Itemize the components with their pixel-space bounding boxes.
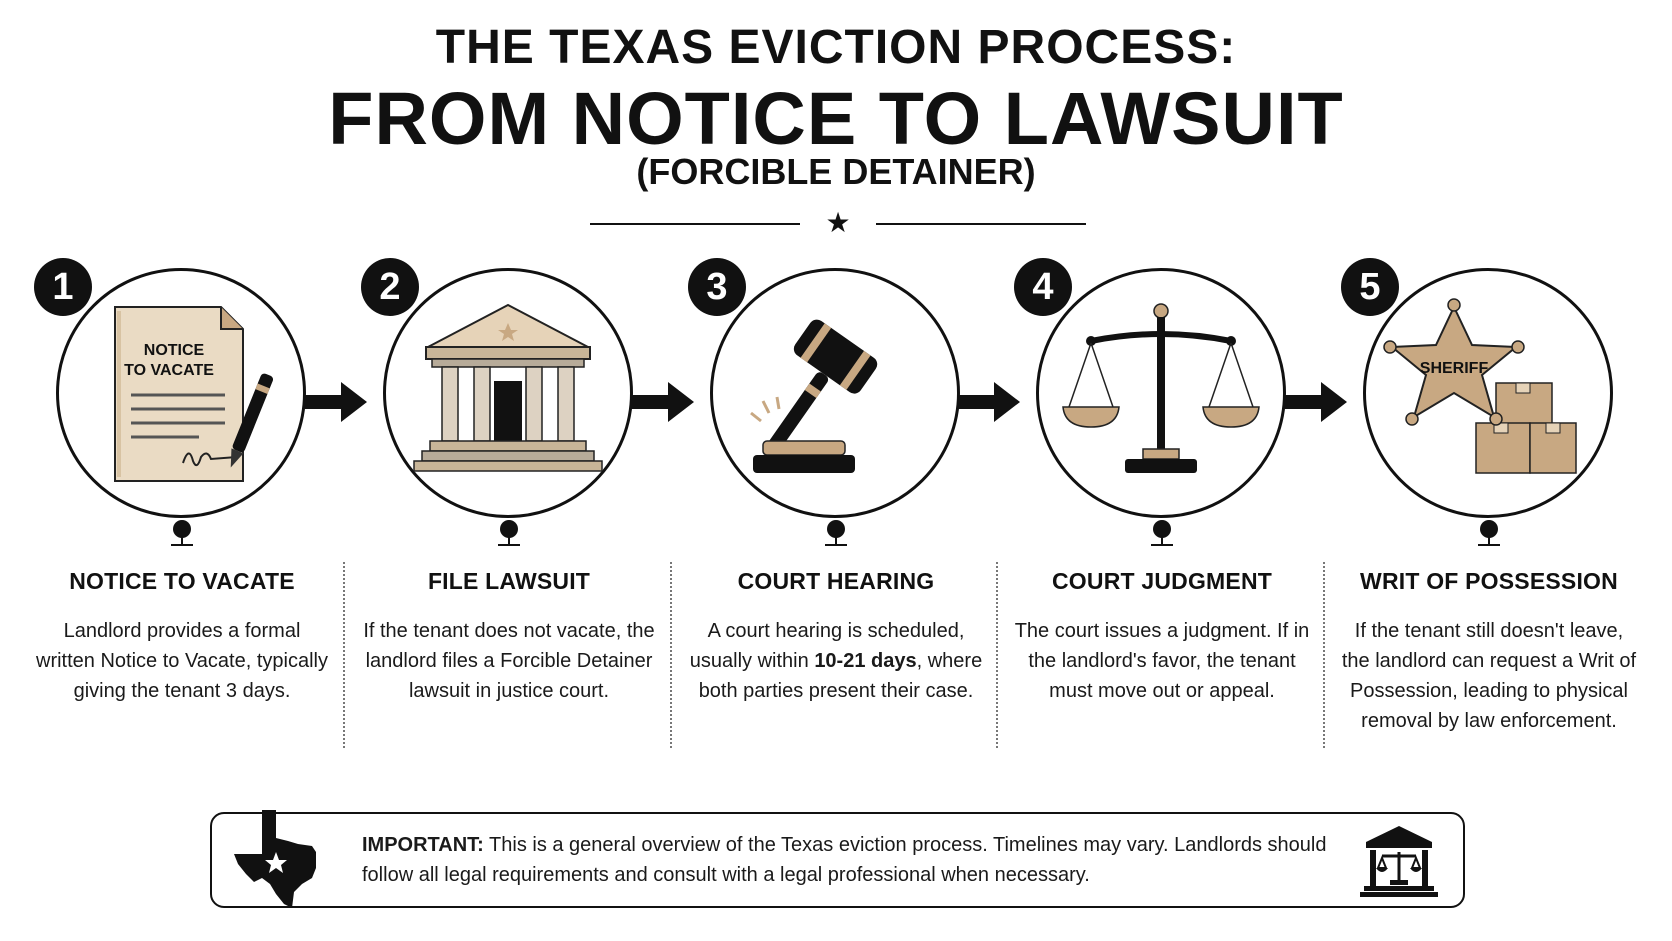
step-title: FILE LAWSUIT <box>427 568 591 594</box>
title-rule-left <box>590 223 800 225</box>
step-icon-circle: SHERIFF <box>1363 268 1613 518</box>
title-line-1: THE TEXAS EVICTION PROCESS: <box>435 21 1237 74</box>
step-icon-circle <box>1036 268 1286 518</box>
title-line-3: (FORCIBLE DETAINER) <box>636 151 1036 192</box>
arrow-right-icon <box>958 382 1020 422</box>
title-line-2: FROM NOTICE TO LAWSUIT <box>328 77 1344 160</box>
desc-highlight: 10-21 days <box>814 650 917 672</box>
notice-document-icon: NOTICE TO VACATE <box>114 306 274 482</box>
step-number-badge: 5 <box>1341 258 1399 316</box>
pin-marker <box>171 520 193 546</box>
step-number-badge: 2 <box>361 258 419 316</box>
step-title: NOTICE TO VACATE <box>69 568 295 594</box>
doc-text-line-1: NOTICE <box>144 342 205 359</box>
step-description: The court issues a judgment. If in the l… <box>1014 620 1310 702</box>
column-divider <box>996 562 998 748</box>
pin-marker <box>1151 520 1173 546</box>
pin-marker <box>498 520 520 546</box>
notice-label: IMPORTANT: <box>362 834 484 856</box>
step-icon-circle <box>383 268 633 518</box>
step-4: 4 COURT JUDGMENT The court issues a judg… <box>998 258 1326 768</box>
step-5: 5 SHERIFF WRIT OF POSSESSION If the tena… <box>1325 258 1653 768</box>
desc-text: , where both parties present their case. <box>698 650 983 702</box>
texas-map-icon <box>234 810 316 908</box>
important-notice-text: IMPORTANT: This is a general overview of… <box>362 830 1352 890</box>
column-divider <box>670 562 672 748</box>
step-1: 1 NOTICE TO VACATE NOTICE TO VACATE La <box>18 258 346 768</box>
courthouse-scales-icon <box>1360 826 1438 897</box>
step-2: 2 FILE LAWSUIT If the tenant does not va… <box>345 258 673 768</box>
courthouse-icon <box>413 303 603 472</box>
arrow-right-icon <box>305 382 367 422</box>
column-divider <box>343 562 345 748</box>
gavel-icon <box>750 319 878 473</box>
notice-body: This is a general overview of the Texas … <box>362 834 1327 886</box>
sheriff-badge-icon: SHERIFF <box>1383 298 1577 474</box>
step-title: COURT HEARING <box>737 568 935 594</box>
step-3: 3 COURT HEARING A court hearing is sched… <box>672 258 1000 768</box>
step-description: If the tenant still doesn't leave, the l… <box>1341 620 1637 732</box>
step-description: A court hearing is scheduled, usually wi… <box>686 616 986 706</box>
step-icon-circle: NOTICE TO VACATE <box>56 268 306 518</box>
moving-boxes-icon <box>1475 382 1577 474</box>
pin-marker <box>825 520 847 546</box>
step-title: WRIT OF POSSESSION <box>1360 568 1618 594</box>
step-title: COURT JUDGMENT <box>1051 568 1273 594</box>
step-description: Landlord provides a formal written Notic… <box>36 620 328 702</box>
step-number-badge: 1 <box>34 258 92 316</box>
arrow-right-icon <box>1285 382 1347 422</box>
doc-text-line-2: TO VACATE <box>124 362 214 379</box>
title-rule-right <box>876 223 1086 225</box>
star-icon: ★ <box>825 207 851 238</box>
badge-text: SHERIFF <box>1420 360 1489 377</box>
step-number-badge: 4 <box>1014 258 1072 316</box>
step-description: If the tenant does not vacate, the landl… <box>363 620 655 702</box>
important-notice-box <box>210 812 1465 908</box>
arrow-right-icon <box>632 382 694 422</box>
step-icon-circle <box>710 268 960 518</box>
column-divider <box>1323 562 1325 748</box>
step-number-badge: 3 <box>688 258 746 316</box>
desc-text: A court hearing is scheduled, usually wi… <box>689 620 965 672</box>
scales-of-justice-icon <box>1062 303 1260 473</box>
pin-marker <box>1478 520 1500 546</box>
